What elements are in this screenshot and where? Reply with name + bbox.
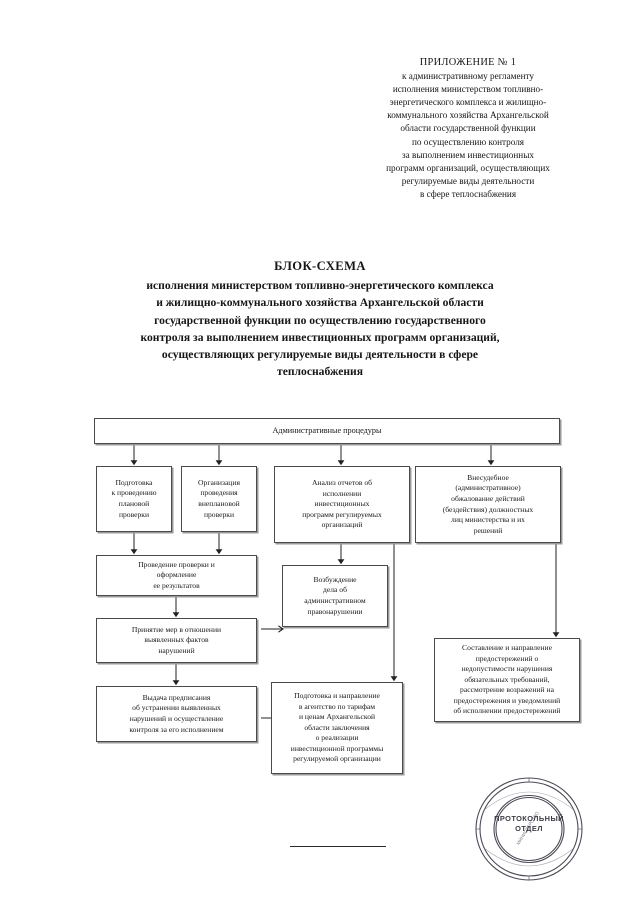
flow-node-line: оформление [156,570,197,580]
flow-node-line: к проведению [111,488,157,498]
flow-node-line: инвестиционной программы [290,743,384,753]
flow-node-admin-case[interactable]: Возбуждение дела об административном пра… [282,565,388,627]
flow-node-measures[interactable]: Принятие мер в отношении выявленных факт… [96,618,257,663]
appendix-line: программ организаций, осуществляющих [386,162,550,173]
flow-node-prep-planned[interactable]: Подготовка к проведению плановой проверк… [96,466,172,532]
flow-node-line: проверки [118,509,150,519]
flow-node-line: об исполнении предостережений [453,706,561,716]
flow-node-line: рассмотрение возражений на [460,685,554,695]
flow-node-line: Подготовка [115,477,153,487]
appendix-line: за выполнением инвестиционных [402,149,534,160]
flow-node-line: Организация [198,477,240,487]
flow-node-banner-label: Административные процедуры [272,425,382,435]
page-title-line: теплоснабжения [277,365,363,379]
flow-node-line: области заключения [304,722,370,732]
stamp-label-line1: ПРОТОКОЛЬНЫЙ [494,814,564,823]
appendix-line: в сфере теплоснабжения [419,188,517,199]
flow-node-line: административном [304,596,366,605]
flow-node-line: проведения [200,488,238,498]
flow-node-line: плановой [118,499,150,508]
flow-node-line: о реализации [315,733,359,743]
appendix-header: ПРИЛОЖЕНИЕ № 1 к административному регла… [340,56,596,201]
appendix-line: исполнения министерством топливно- [392,84,544,95]
flow-node-line: контроля за его исполнением [129,724,224,734]
flow-node-line: проверки [203,509,235,519]
flow-node-line: предостережений о [475,653,539,663]
appendix-line: области государственной функции [400,123,536,134]
page-title-line: государственной функции по осуществлению… [154,313,486,327]
flow-node-line: Возбуждение [313,574,357,584]
page-title-line: исполнения министерством топливно-энерге… [146,279,494,293]
flow-node-line: регулируемой организации [293,754,381,764]
flow-node-line: Проведение проверки и [138,559,215,569]
flow-node-line: об устранении выявленных [132,703,221,713]
flow-node-line: нарушений [158,645,195,655]
flow-node-line: лиц министерства и их [451,515,525,525]
flow-node-line: Принятие мер в отношении [131,624,222,634]
appendix-line: по осуществлению контроля [411,136,525,147]
flow-node-line: Внесудебное [467,472,509,482]
flow-node-order-issue[interactable]: Выдача предписания об устранении выявлен… [96,686,257,742]
appendix-line: энергетического комплекса и жилищно- [389,97,547,108]
flow-node-appeal[interactable]: Внесудебное (административное) обжалован… [415,466,561,543]
flow-node-inspection[interactable]: Проведение проверки и оформление ее резу… [96,555,257,596]
flow-node-line: Составление и направление [462,642,552,652]
flow-node-line: Выдача предписания [142,692,211,702]
flow-node-warnings[interactable]: Составление и направление предостережени… [434,638,580,722]
flow-node-org-unplanned[interactable]: Организация проведения внеплановой прове… [181,466,257,532]
flow-node-line: (бездействия) должностных [442,504,534,514]
appendix-line: к административному регламенту [402,71,534,82]
flow-node-agency-conclusion[interactable]: Подготовка и направление в агентство по … [271,682,403,774]
flow-node-report-analysis[interactable]: Анализ отчетов об исполнении инвестицион… [274,466,410,543]
flow-node-line: инвестиционных [314,499,370,509]
page-title-line: контроля за выполнением инвестиционных п… [140,330,500,344]
flow-node-line: предостережения и уведомлений [453,695,561,705]
flow-node-line: в агентство по тарифам [298,701,376,711]
flow-node-line: внеплановой [198,499,240,508]
flow-node-line: Анализ отчетов об [311,478,373,488]
stamp-label: ПРОТОКОЛЬНЫЙ ОТДЕЛ [472,814,586,833]
page-title: БЛОК-СХЕМА исполнения министерством топл… [62,258,578,380]
official-stamp: МИНИСТЕРСТВО ПРОТОКОЛЬНЫЙ ОТДЕЛ [472,776,586,882]
bottom-divider [290,846,386,847]
flow-node-line: решений [473,525,503,535]
appendix-line: регулируемые виды деятельности [401,175,535,186]
appendix-title: ПРИЛОЖЕНИЕ № 1 [419,57,517,68]
flow-node-line: ее результатов [153,580,200,590]
stamp-label-line2: ОТДЕЛ [515,823,543,833]
page-title-heading: БЛОК-СХЕМА [274,259,366,273]
flow-node-line: программ регулируемых [302,509,382,519]
flow-node-line: обжалование действий [451,493,525,503]
flow-node-line: недопустимости нарушения [461,664,553,674]
flow-node-line: (административное) [455,483,521,493]
page-title-line: осуществляющих регулируемые виды деятель… [161,348,479,362]
flow-node-line: и ценам Архангельской [298,712,376,722]
flow-node-line: нарушений и осуществление [129,714,224,723]
flow-node-line: исполнении [322,488,362,498]
page-title-line: и жилищно-коммунального хозяйства Арханг… [156,296,484,310]
flow-node-banner[interactable]: Административные процедуры [94,418,560,444]
appendix-line: коммунального хозяйства Архангельской [387,110,549,121]
stamp-seal-icon: МИНИСТЕРСТВО [475,777,583,881]
flow-node-line: обязательных требований, [464,674,550,684]
flow-node-line: дела об [323,585,347,595]
flow-node-line: выявленных фактов [144,635,209,645]
flow-node-line: Подготовка и направление [294,690,380,700]
flow-node-line: правонарушении [307,606,363,616]
flow-node-line: организаций [321,520,363,530]
